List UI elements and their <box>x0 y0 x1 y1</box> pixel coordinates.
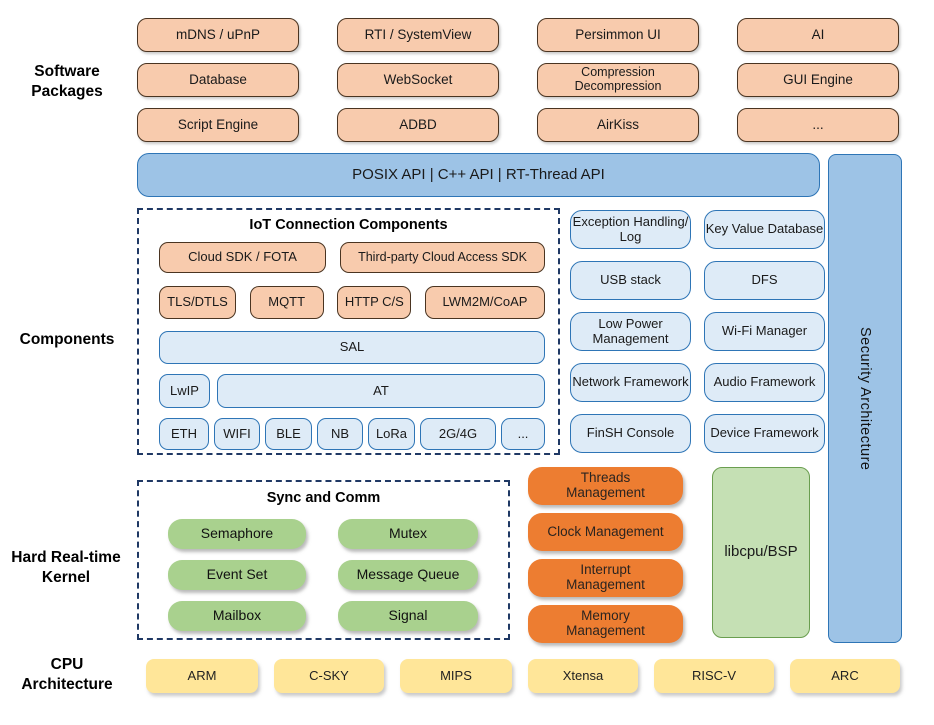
box-lora: LoRa <box>368 418 415 450</box>
box-network-framework: Network Framework <box>570 363 691 402</box>
security-architecture-bar: Security Architecture <box>828 154 902 643</box>
box-phy-more: ... <box>501 418 545 450</box>
box-libcpu-bsp: libcpu/BSP <box>712 467 810 638</box>
box-xtensa: Xtensa <box>528 659 638 693</box>
box-wifi-manager: Wi-Fi Manager <box>704 312 825 351</box>
box-interrupt-management: Interrupt Management <box>528 559 683 597</box>
pkg-airkiss: AirKiss <box>537 108 699 142</box>
pkg-more: ... <box>737 108 899 142</box>
box-event-set: Event Set <box>168 560 306 590</box>
pkg-script-engine: Script Engine <box>137 108 299 142</box>
label-cpu-architecture: CPU Architecture <box>21 656 113 694</box>
box-signal: Signal <box>338 601 478 631</box>
box-arc: ARC <box>790 659 900 693</box>
box-clock-management: Clock Management <box>528 513 683 551</box>
box-ble: BLE <box>265 418 312 450</box>
label-components: Components <box>19 331 115 348</box>
box-wifi: WIFI <box>214 418 260 450</box>
box-message-queue: Message Queue <box>338 560 478 590</box>
box-exception-handling-log: Exception Handling/ Log <box>570 210 691 249</box>
box-arm: ARM <box>146 659 258 693</box>
box-semaphore: Semaphore <box>168 519 306 549</box>
box-audio-framework: Audio Framework <box>704 363 825 402</box>
box-finsh-console: FinSH Console <box>570 414 691 453</box>
box-riscv: RISC-V <box>654 659 774 693</box>
box-sal: SAL <box>159 331 545 364</box>
box-memory-management: Memory Management <box>528 605 683 643</box>
box-csky: C-SKY <box>274 659 384 693</box>
pkg-gui-engine: GUI Engine <box>737 63 899 97</box>
iot-title: IoT Connection Components <box>249 217 448 233</box>
box-lwip: LwIP <box>159 374 210 408</box>
cpu-architecture-row: ARM C-SKY MIPS Xtensa RISC-V ARC <box>146 659 900 693</box>
kernel-management-column: Threads Management Clock Management Inte… <box>528 467 683 643</box>
box-mailbox: Mailbox <box>168 601 306 631</box>
box-mips: MIPS <box>400 659 512 693</box>
pkg-persimmon-ui: Persimmon UI <box>537 18 699 52</box>
pkg-rti-systemview: RTI / SystemView <box>337 18 499 52</box>
box-usb-stack: USB stack <box>570 261 691 300</box>
box-eth: ETH <box>159 418 209 450</box>
iot-connection-components-box: IoT Connection Components Cloud SDK / FO… <box>137 208 560 455</box>
sync-and-comm-title: Sync and Comm <box>266 490 381 506</box>
label-hard-realtime-kernel: Hard Real-time Kernel <box>11 549 121 587</box>
security-architecture-label: Security Architecture <box>857 326 873 471</box>
box-threads-management: Threads Management <box>528 467 683 505</box>
box-2g4g: 2G/4G <box>420 418 496 450</box>
box-third-party-cloud-sdk: Third-party Cloud Access SDK <box>340 242 545 273</box>
pkg-websocket: WebSocket <box>337 63 499 97</box>
api-bar: POSIX API | C++ API | RT-Thread API <box>137 153 820 197</box>
box-device-framework: Device Framework <box>704 414 825 453</box>
box-mqtt: MQTT <box>249 286 324 319</box>
pkg-database: Database <box>137 63 299 97</box>
box-nb: NB <box>317 418 363 450</box>
box-dfs: DFS <box>704 261 825 300</box>
box-http-cs: HTTP C/S <box>337 286 412 319</box>
box-at: AT <box>217 374 545 408</box>
box-mutex: Mutex <box>338 519 478 549</box>
box-lwm2m-coap: LWM2M/CoAP <box>424 286 545 319</box>
box-low-power-management: Low Power Management <box>570 312 691 351</box>
box-key-value-database: Key Value Database <box>704 210 825 249</box>
sync-and-comm-box: Sync and Comm Semaphore Mutex Event Set … <box>137 480 510 640</box>
pkg-compression-decompression: Compression Decompression <box>537 63 699 97</box>
box-cloud-sdk-fota: Cloud SDK / FOTA <box>159 242 326 273</box>
label-software-packages: Software Packages <box>31 63 103 101</box>
pkg-ai: AI <box>737 18 899 52</box>
components-grid: Exception Handling/ Log Key Value Databa… <box>570 210 825 453</box>
pkg-adbd: ADBD <box>337 108 499 142</box>
pkg-mdns-upnp: mDNS / uPnP <box>137 18 299 52</box>
software-packages-section: mDNS / uPnP RTI / SystemView Persimmon U… <box>137 18 900 142</box>
box-tls-dtls: TLS/DTLS <box>159 286 236 319</box>
